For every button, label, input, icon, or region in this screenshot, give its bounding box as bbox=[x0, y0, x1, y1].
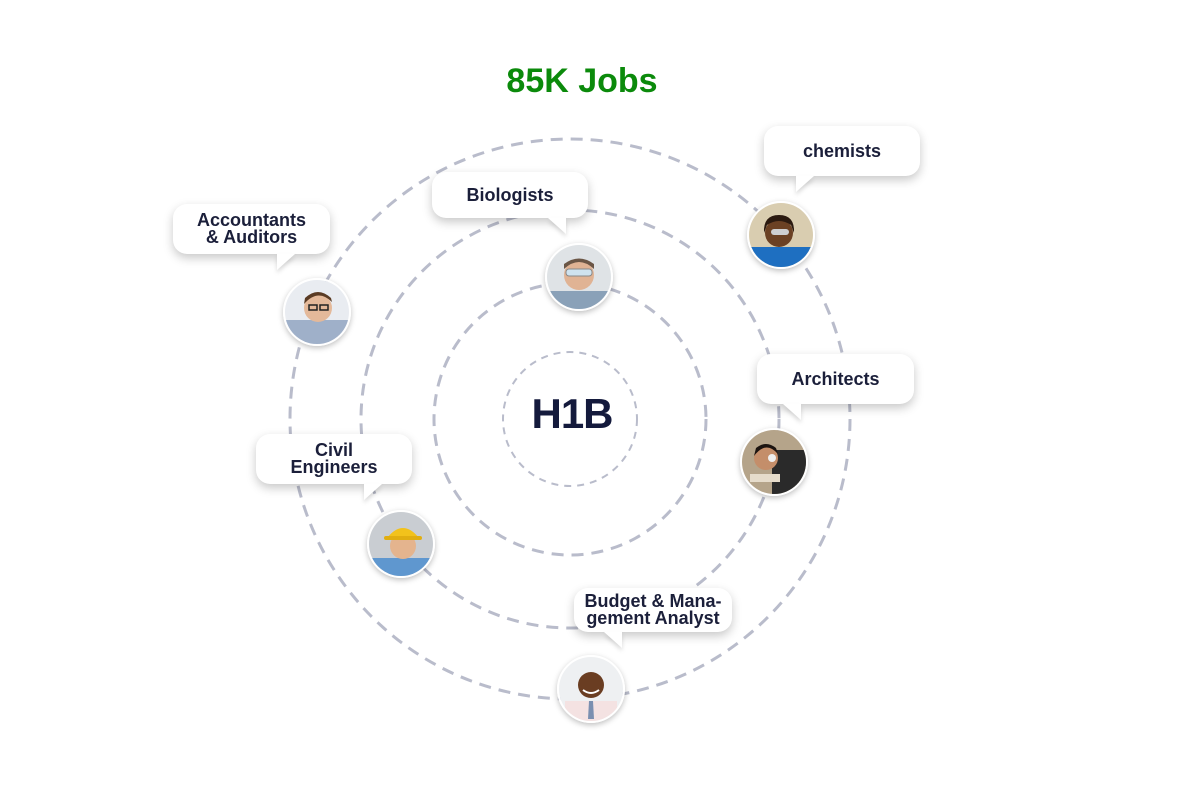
bubble-accountants: Accountants & Auditors bbox=[173, 204, 330, 270]
bubble-biologists: Biologists bbox=[432, 172, 588, 234]
orbit-ring-core bbox=[502, 351, 638, 487]
orbit-ring-outer bbox=[288, 137, 852, 701]
bubble-label-line1: chemists bbox=[802, 140, 882, 161]
hardhat-engineer-avatar-icon bbox=[367, 510, 435, 578]
bubble-civil-engineers: Civil Engineers bbox=[256, 434, 412, 500]
bubble-label-line1: Accountants bbox=[196, 210, 306, 230]
bubble-architects: Architects bbox=[757, 354, 914, 420]
bubble-chemists: chemists bbox=[764, 126, 920, 192]
jobs-count-title: 85K Jobs bbox=[506, 62, 658, 100]
bubble-label-line2: Engineers bbox=[290, 457, 378, 477]
bubble-budget-analyst: Budget & Mana- gement Analyst bbox=[574, 588, 732, 648]
bubble-label-line2: & Auditors bbox=[205, 227, 298, 247]
bubble-label-line1: Budget & Mana- bbox=[584, 591, 722, 611]
bubble-label-line1: Architects bbox=[791, 368, 880, 389]
man-glasses-avatar-icon bbox=[283, 278, 351, 346]
scientist-goggles-avatar-icon bbox=[545, 243, 613, 311]
h1b-center-label: H1B bbox=[531, 390, 613, 437]
woman-lab-avatar-icon bbox=[747, 201, 815, 269]
architect-headphones-avatar-icon bbox=[740, 428, 808, 496]
bubble-label-line1: Biologists bbox=[466, 184, 554, 205]
bubble-label-line2: gement Analyst bbox=[586, 608, 720, 628]
bubble-label-line1: Civil bbox=[314, 440, 353, 460]
businessman-avatar-icon bbox=[557, 655, 625, 723]
